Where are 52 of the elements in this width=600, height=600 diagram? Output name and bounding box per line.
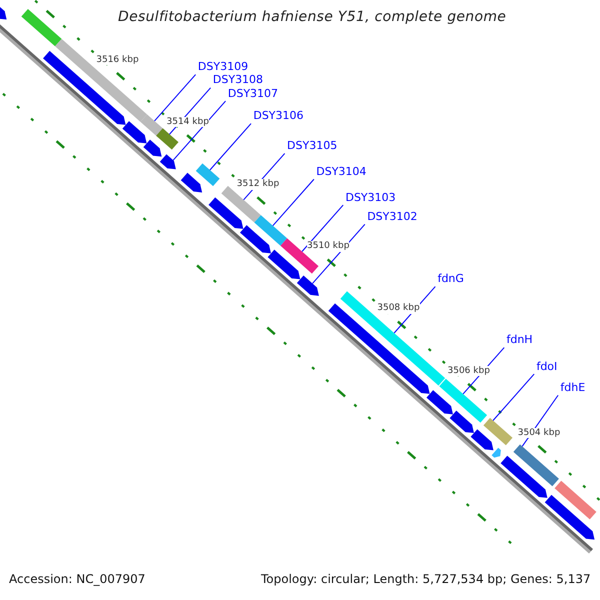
gene-label: fdnH <box>506 334 533 347</box>
accession-text: Accession: NC_007907 <box>9 573 146 587</box>
gene-block <box>143 140 162 157</box>
gene-label: DSY3107 <box>228 88 278 100</box>
gene-bar <box>156 128 178 150</box>
gene-label: fdhE <box>560 382 586 394</box>
gene-label: DSY3109 <box>198 61 248 74</box>
leader-line <box>209 123 252 171</box>
scale-label: 3516 kbp <box>96 54 139 66</box>
gene-block <box>450 410 474 433</box>
gene-bar <box>55 38 148 122</box>
scale-label: 3512 kbp <box>236 179 280 190</box>
leader-line <box>154 74 196 122</box>
gene-bar <box>221 186 261 223</box>
gene-label: fdnG <box>438 273 464 286</box>
gene-label: DSY3106 <box>253 110 304 123</box>
gene-bar <box>196 163 220 186</box>
gene-block <box>160 154 176 170</box>
gene-block <box>426 390 453 414</box>
gene-block <box>240 225 271 254</box>
gene-block <box>500 456 548 498</box>
gene-bar <box>21 9 62 46</box>
gene-block <box>492 448 501 458</box>
gene-label: fdoI <box>536 360 558 374</box>
gene-bar <box>483 418 513 446</box>
gene-label: DSY3108 <box>212 74 264 87</box>
scale-label: 3506 kbp <box>448 366 490 376</box>
gene-block <box>470 429 494 450</box>
gene-block <box>268 250 300 280</box>
gene-bar <box>254 215 288 246</box>
gene-bar <box>513 444 559 486</box>
leader-line <box>492 374 535 421</box>
gene-block <box>180 172 202 192</box>
gene-label: DSY3103 <box>345 192 396 204</box>
leader-line <box>302 204 344 252</box>
genome-summary-text: Topology: circular; Length: 5,727,534 bp; Genes: 5,137 <box>261 573 591 587</box>
gene-bar <box>439 378 488 423</box>
scale-label: 3514 kbp <box>166 117 209 128</box>
gene-bar <box>554 480 596 520</box>
gene-bar <box>340 291 446 386</box>
gene-block <box>544 494 595 540</box>
gene-label: DSY3104 <box>316 166 366 178</box>
gene-label: DSY3105 <box>287 140 338 153</box>
scale-label: 3504 kbp <box>518 428 560 438</box>
gene-block <box>208 197 244 229</box>
scale-label: 3508 kbp <box>377 303 420 314</box>
gene-block <box>328 303 430 394</box>
genome-title: Desulfitobacterium hafniense Y51, complete genome <box>118 9 506 26</box>
leader-line <box>272 178 314 226</box>
scale-label: 3510 kbp <box>307 241 350 252</box>
leader-line <box>172 100 226 161</box>
gene-label: DSY3102 <box>367 210 418 224</box>
